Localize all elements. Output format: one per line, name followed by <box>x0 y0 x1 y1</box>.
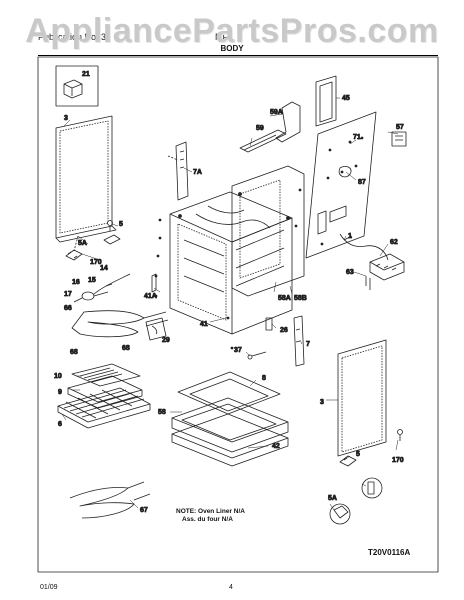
callout-58: 58 <box>158 409 166 416</box>
part-3-left-side-panel <box>55 115 117 243</box>
callout-170-left: 170 <box>90 259 102 266</box>
callout-45: 45 <box>342 95 350 102</box>
callout-10: 10 <box>54 373 62 380</box>
part-41A-hinge-receiver <box>151 273 157 293</box>
callout-21: 21 <box>82 71 90 78</box>
callout-1: 1 <box>348 233 352 240</box>
callout-68-left: 68 <box>70 349 78 356</box>
part-6-oven-rack <box>57 387 151 429</box>
leader-lines <box>61 97 399 511</box>
part-45-vent <box>315 75 337 127</box>
callout-5-left: 5 <box>119 221 123 228</box>
part-5-right-hardware <box>329 429 403 525</box>
oven-cavity-body <box>169 191 293 335</box>
part-71-rear-panel <box>305 111 377 259</box>
diagram-code: T20V0116A <box>368 548 411 557</box>
callout-58B: 58B <box>294 295 307 302</box>
callout-5A-left: 5A <box>78 240 87 247</box>
part-10-broiler-pan <box>71 363 141 387</box>
callout-16: 16 <box>72 279 80 286</box>
note-line-1: NOTE: Oven Liner N/A <box>176 508 245 515</box>
callout-6: 6 <box>58 421 62 428</box>
callout-41A: 41A <box>144 293 157 300</box>
header-rule <box>38 55 438 56</box>
part-66-bake-element <box>71 310 169 338</box>
part-62-terminal-block <box>365 253 405 290</box>
callout-3-right: 3 <box>320 399 324 406</box>
part-7A-side-trim <box>167 141 189 201</box>
callout-63: 63 <box>346 269 354 276</box>
footer-page-number: 4 <box>229 584 233 591</box>
callout-87: 87 <box>358 179 366 186</box>
part-67-broil-element <box>69 481 151 519</box>
callout-14: 14 <box>100 265 108 272</box>
callout-26: 26 <box>280 327 288 334</box>
part-57-bracket <box>391 131 407 147</box>
callout-57: 57 <box>396 124 404 131</box>
callout-17: 17 <box>64 291 72 298</box>
callout-37: 37 <box>234 347 242 354</box>
diagram-frame <box>37 56 439 573</box>
part-1-wiring-harness <box>339 233 389 261</box>
callout-5A-right: 5A <box>328 495 337 502</box>
part-7-right-trim <box>293 315 305 367</box>
publication-number: Publication No. 31 <box>38 32 112 42</box>
part-29-clip <box>145 317 167 341</box>
model-number: MF <box>215 32 228 42</box>
part-3-right-side-panel <box>337 339 387 457</box>
part-58-drawer <box>171 397 289 453</box>
callout-68-right: 68 <box>122 345 130 352</box>
part-21-inset <box>55 65 99 107</box>
callout-67: 67 <box>140 507 148 514</box>
callout-7: 7 <box>306 341 310 348</box>
section-title: BODY <box>220 44 244 53</box>
note-line-2: Ass. du four N/A <box>182 516 233 523</box>
callout-5-right: 5 <box>356 451 360 458</box>
callout-15: 15 <box>88 277 96 284</box>
callout-71: 71 <box>353 134 361 141</box>
callout-42: 42 <box>272 443 280 450</box>
part-16-sensor-assembly <box>73 273 131 303</box>
part-37-screw <box>247 351 267 360</box>
callout-66: 66 <box>64 305 72 312</box>
callout-62: 62 <box>390 239 398 246</box>
callout-9: 9 <box>58 389 62 396</box>
callout-170-right: 170 <box>392 457 404 464</box>
oven-back-wall <box>231 165 327 297</box>
callout-41: 41 <box>200 321 208 328</box>
footer-date: 01/09 <box>40 584 58 591</box>
callout-3-left: 3 <box>64 115 68 122</box>
part-8-drawer-insert <box>177 371 281 415</box>
callout-29: 29 <box>162 337 170 344</box>
callout-8: 8 <box>262 375 266 382</box>
callout-59A: 59A <box>270 109 283 116</box>
callout-59: 59 <box>256 125 264 132</box>
callout-58A: 58A <box>278 295 291 302</box>
note-oven-liner: NOTE: Oven Liner N/A Ass. du four N/A <box>176 508 245 524</box>
part-59-channels <box>239 101 301 153</box>
watermark: AppliancePartsPros.com <box>25 12 439 50</box>
part-42-drawer-front <box>171 413 289 467</box>
callout-7A: 7A <box>193 169 202 176</box>
